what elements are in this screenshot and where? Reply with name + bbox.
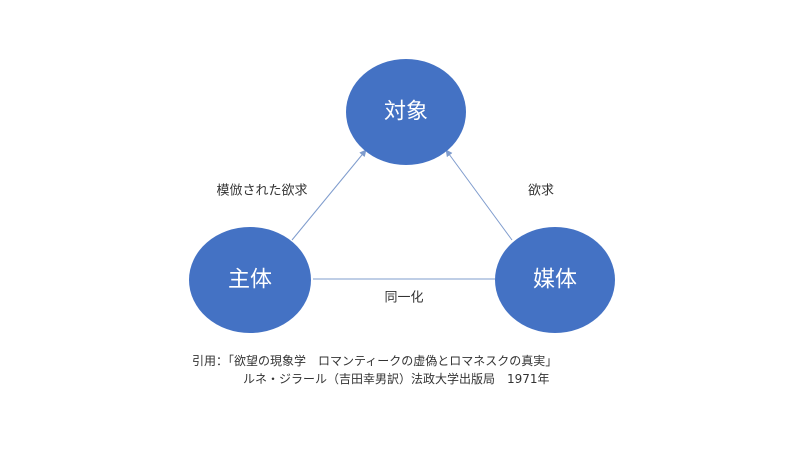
node-subject-circle bbox=[189, 227, 311, 333]
edge-label-imitated-desire: 模倣された欲求 bbox=[216, 183, 307, 199]
citation-title-line: 引用：「欲望の現象学 ロマンティークの虚偽とロマネスクの真実」 bbox=[192, 354, 558, 368]
subject-to-object-arrow bbox=[291, 149, 367, 241]
node-object: 対象 bbox=[346, 59, 466, 165]
node-subject: 主体 bbox=[189, 227, 311, 333]
edge-label-desire: 欲求 bbox=[528, 183, 554, 199]
node-mediator: 媒体 bbox=[495, 227, 615, 333]
node-object-label: 対象 bbox=[384, 100, 428, 125]
node-mediator-circle bbox=[495, 227, 615, 333]
node-object-circle bbox=[346, 59, 466, 165]
node-subject-label: 主体 bbox=[228, 268, 272, 293]
node-mediator-label: 媒体 bbox=[533, 268, 577, 293]
mediator-to-object-arrow bbox=[445, 149, 513, 241]
citation-author-line: ルネ・ジラール（吉田幸男訳）法政大学出版局 1971年 bbox=[243, 372, 550, 386]
edge-label-identification: 同一化 bbox=[384, 291, 423, 306]
